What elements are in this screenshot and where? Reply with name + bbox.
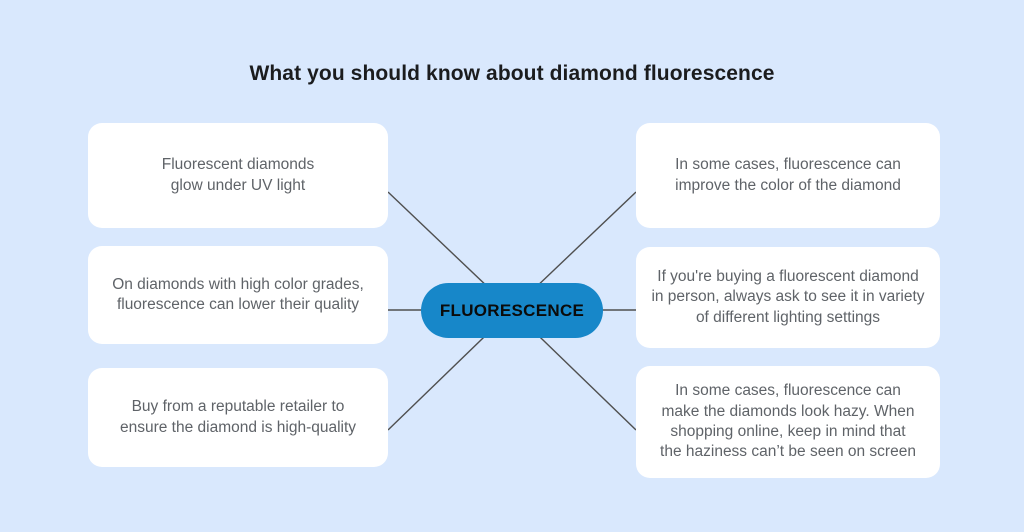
card-text: In some cases, fluorescence can make the… (660, 382, 916, 461)
card-lower-quality: On diamonds with high color grades, fluo… (88, 246, 388, 344)
page-title: What you should know about diamond fluor… (249, 62, 775, 85)
card-reputable-retailer: Buy from a reputable retailer to ensure … (88, 368, 388, 467)
card-text: If you're buying a fluorescent diamond i… (651, 267, 925, 326)
card-text: Buy from a reputable retailer to ensure … (119, 398, 357, 436)
card-hazy-on-screen: In some cases, fluorescence can make the… (636, 366, 940, 478)
card-lighting-settings: If you're buying a fluorescent diamond i… (636, 247, 940, 348)
card-glow-uv: Fluorescent diamonds glow under UV light (88, 123, 388, 228)
card-text: On diamonds with high color grades, fluo… (112, 275, 364, 313)
card-text: Fluorescent diamonds glow under UV light (161, 156, 315, 194)
center-node-label: FLUORESCENCE (439, 300, 585, 320)
card-improve-color: In some cases, fluorescence can improve … (636, 123, 940, 228)
card-text: In some cases, fluorescence can improve … (675, 156, 901, 194)
center-node-fluorescence: FLUORESCENCE (421, 283, 603, 338)
